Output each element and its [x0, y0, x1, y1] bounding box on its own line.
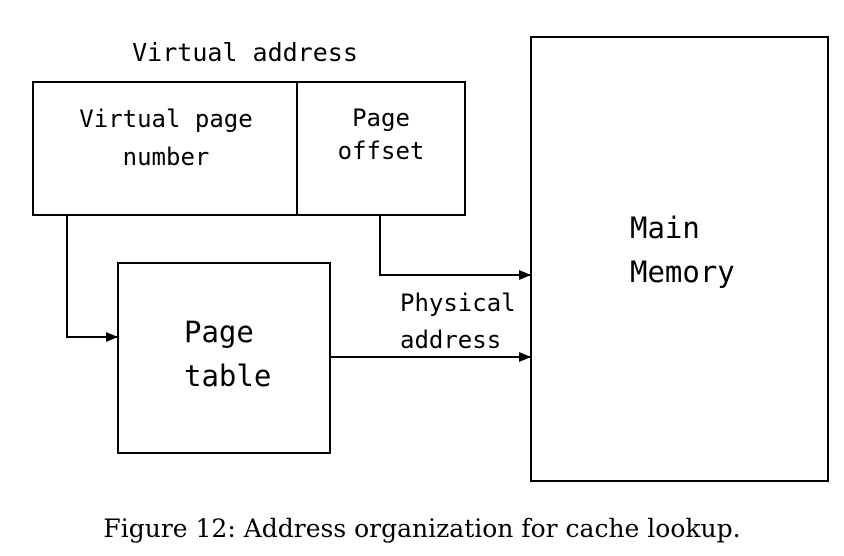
- physical-address-line2: address: [400, 326, 502, 354]
- virtual-address-box: [32, 81, 466, 216]
- offset-to-memory-arrow: [379, 215, 531, 280]
- physical-address-line1: Physical: [400, 289, 516, 317]
- virtual-page-number-line2: number: [122, 143, 210, 171]
- page-table-box: [117, 262, 331, 454]
- main-memory-box: [530, 36, 829, 482]
- main-memory-line2: Memory: [630, 255, 735, 289]
- page-offset-line1: Page: [352, 104, 410, 132]
- page-table-line2: table: [184, 359, 272, 393]
- figure-caption: Figure 12: Address organization for cach…: [103, 514, 741, 543]
- page-offset-line2: offset: [337, 137, 425, 165]
- virtual-page-number-line1: Virtual page: [79, 105, 253, 133]
- main-memory-line1: Main: [630, 211, 700, 245]
- virtual-address-title: Virtual address: [132, 38, 358, 67]
- page-table-line1: Page: [184, 315, 254, 349]
- vpn-to-page-table-arrow: [66, 215, 118, 342]
